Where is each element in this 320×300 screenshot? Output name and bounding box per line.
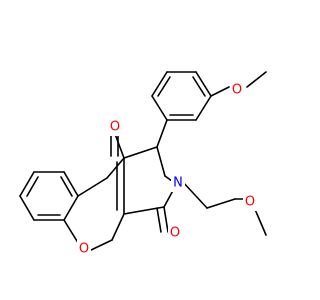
bond <box>77 177 108 197</box>
bond <box>157 76 171 97</box>
atom-label: N <box>173 176 183 191</box>
bond <box>156 146 166 177</box>
bond <box>164 175 173 182</box>
atom-label: O <box>110 120 120 135</box>
atom-label: O <box>245 195 255 210</box>
bond <box>151 95 168 121</box>
bond <box>19 195 35 221</box>
atom-label: O <box>170 226 180 241</box>
bond <box>63 171 79 197</box>
aryl-methoxy-oxygen-atom: O <box>230 81 244 99</box>
bonds <box>19 71 267 252</box>
chain-methoxy-oxygen-atom: O <box>243 193 257 211</box>
lactam-oxygen-atom: O <box>168 224 182 242</box>
atom-labels: O O O N O O <box>77 81 257 258</box>
bond <box>206 198 236 209</box>
bond <box>253 206 267 236</box>
bond <box>156 207 162 233</box>
bond <box>156 119 168 148</box>
bond <box>151 71 168 97</box>
bond <box>246 71 267 88</box>
atom-label: O <box>232 83 242 98</box>
structure-diagram: O O O N O O <box>19 71 267 258</box>
bond <box>111 213 125 241</box>
bond <box>63 195 79 221</box>
bond <box>195 95 212 121</box>
bond <box>114 133 125 159</box>
nitrogen-atom: N <box>171 174 185 192</box>
bond <box>195 71 212 97</box>
bond <box>210 86 230 97</box>
bond <box>192 76 206 97</box>
molecule-canvas: O O O N O O <box>19 71 267 258</box>
bond <box>19 171 35 197</box>
bond <box>88 239 113 252</box>
ring-oxygen-atom: O <box>77 240 91 258</box>
bond <box>181 180 208 209</box>
atom-label: O <box>79 242 89 257</box>
bond <box>163 206 169 233</box>
bond <box>60 176 73 197</box>
bond <box>123 146 158 159</box>
ketone-oxygen-atom: O <box>108 118 122 136</box>
bond <box>26 176 39 197</box>
bond <box>106 157 125 179</box>
